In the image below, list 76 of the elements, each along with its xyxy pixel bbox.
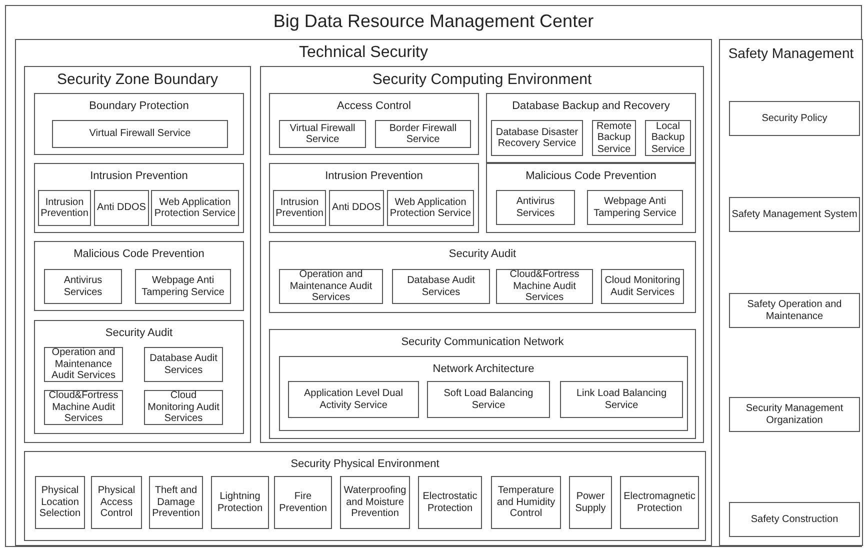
section-panel bbox=[34, 163, 244, 233]
service-box: Electromagnetic Protection bbox=[620, 476, 699, 529]
service-box: Database Audit Services bbox=[392, 269, 490, 304]
section-panel bbox=[269, 163, 479, 233]
service-box: Virtual Firewall Service bbox=[279, 120, 366, 148]
service-box: Physical Location Selection bbox=[35, 476, 85, 529]
section-heading: Security Physical Environment bbox=[290, 458, 440, 470]
section-heading: Database Backup and Recovery bbox=[511, 100, 671, 112]
service-box: Safety Construction bbox=[729, 502, 860, 537]
section-panel bbox=[719, 39, 863, 546]
section-heading: Technical Security bbox=[298, 44, 429, 62]
section-panel bbox=[34, 320, 244, 434]
section-panel bbox=[279, 356, 688, 431]
service-box: Virtual Firewall Service bbox=[52, 120, 228, 148]
service-box: Intrusion Prevention bbox=[38, 190, 91, 226]
service-box: Operation and Maintenance Audit Services bbox=[44, 347, 123, 382]
section-panel bbox=[486, 163, 696, 233]
frame-panel bbox=[5, 5, 862, 547]
service-box: Power Supply bbox=[569, 476, 612, 529]
service-box: Application Level Dual Activity Service bbox=[288, 381, 419, 418]
service-box: Border Firewall Service bbox=[375, 120, 471, 148]
service-box: Fire Prevention bbox=[274, 476, 332, 529]
service-box: Safety Management System bbox=[729, 197, 860, 232]
service-box: Remote Backup Service bbox=[592, 120, 636, 156]
section-heading: Safety Management bbox=[727, 45, 855, 61]
service-box: Temperature and Humidity Control bbox=[491, 476, 561, 529]
service-box: Security Management Organization bbox=[729, 397, 860, 432]
section-heading: Intrusion Prevention bbox=[324, 170, 424, 182]
service-box: Web Application Protection Service bbox=[151, 190, 239, 226]
section-panel bbox=[269, 329, 696, 439]
section-heading: Big Data Resource Management Center bbox=[272, 11, 595, 32]
service-box: Anti DDOS bbox=[94, 190, 149, 226]
section-heading: Security Zone Boundary bbox=[56, 71, 219, 88]
service-box: Security Policy bbox=[729, 101, 860, 136]
service-box: Link Load Balancing Service bbox=[560, 381, 683, 418]
service-box: Anti DDOS bbox=[329, 190, 384, 226]
service-box: Local Backup Service bbox=[645, 120, 691, 156]
section-heading: Access Control bbox=[336, 100, 412, 112]
service-box: Cloud Monitoring Audit Services bbox=[144, 390, 223, 425]
section-heading: Security Communication Network bbox=[400, 336, 565, 348]
section-panel bbox=[269, 241, 696, 313]
service-box: Soft Load Balancing Service bbox=[427, 381, 550, 418]
service-box: Operation and Maintenance Audit Services bbox=[279, 269, 383, 304]
section-heading: Security Audit bbox=[448, 248, 518, 260]
section-heading: Security Audit bbox=[104, 327, 174, 339]
section-panel bbox=[486, 93, 696, 163]
section-heading: Malicious Code Prevention bbox=[524, 170, 658, 182]
service-box: Lightning Protection bbox=[211, 476, 269, 529]
service-box: Cloud&Fortress Machine Audit Services bbox=[44, 390, 123, 425]
section-panel bbox=[269, 93, 479, 155]
service-box: Web Application Protection Service bbox=[387, 190, 474, 226]
service-box: Cloud&Fortress Machine Audit Services bbox=[496, 269, 593, 304]
section-panel bbox=[24, 451, 706, 541]
section-heading: Malicious Code Prevention bbox=[72, 248, 206, 260]
service-box: Waterproofing and Moisture Prevention bbox=[340, 476, 410, 529]
service-box: Database Disaster Recovery Service bbox=[491, 120, 583, 156]
section-panel bbox=[34, 93, 244, 155]
service-box: Cloud Monitoring Audit Services bbox=[601, 269, 684, 304]
section-panel bbox=[34, 241, 244, 311]
service-box: Webpage Anti Tampering Service bbox=[587, 190, 683, 225]
service-box: Database Audit Services bbox=[144, 347, 223, 382]
service-box: Electrostatic Protection bbox=[418, 476, 482, 529]
service-box: Webpage Anti Tampering Service bbox=[135, 269, 231, 304]
service-box: Antivirus Services bbox=[496, 190, 575, 225]
service-box: Safety Operation and Maintenance bbox=[729, 293, 860, 328]
section-panel bbox=[24, 66, 251, 443]
service-box: Theft and Damage Prevention bbox=[149, 476, 203, 529]
service-box: Physical Access Control bbox=[91, 476, 142, 529]
section-panel bbox=[15, 39, 712, 546]
service-box: Intrusion Prevention bbox=[273, 190, 326, 226]
section-heading: Security Computing Environment bbox=[371, 71, 593, 88]
section-heading: Intrusion Prevention bbox=[89, 170, 189, 182]
section-heading: Network Architecture bbox=[432, 363, 536, 375]
section-panel bbox=[260, 66, 704, 443]
service-box: Antivirus Services bbox=[44, 269, 122, 304]
section-heading: Boundary Protection bbox=[88, 100, 190, 112]
